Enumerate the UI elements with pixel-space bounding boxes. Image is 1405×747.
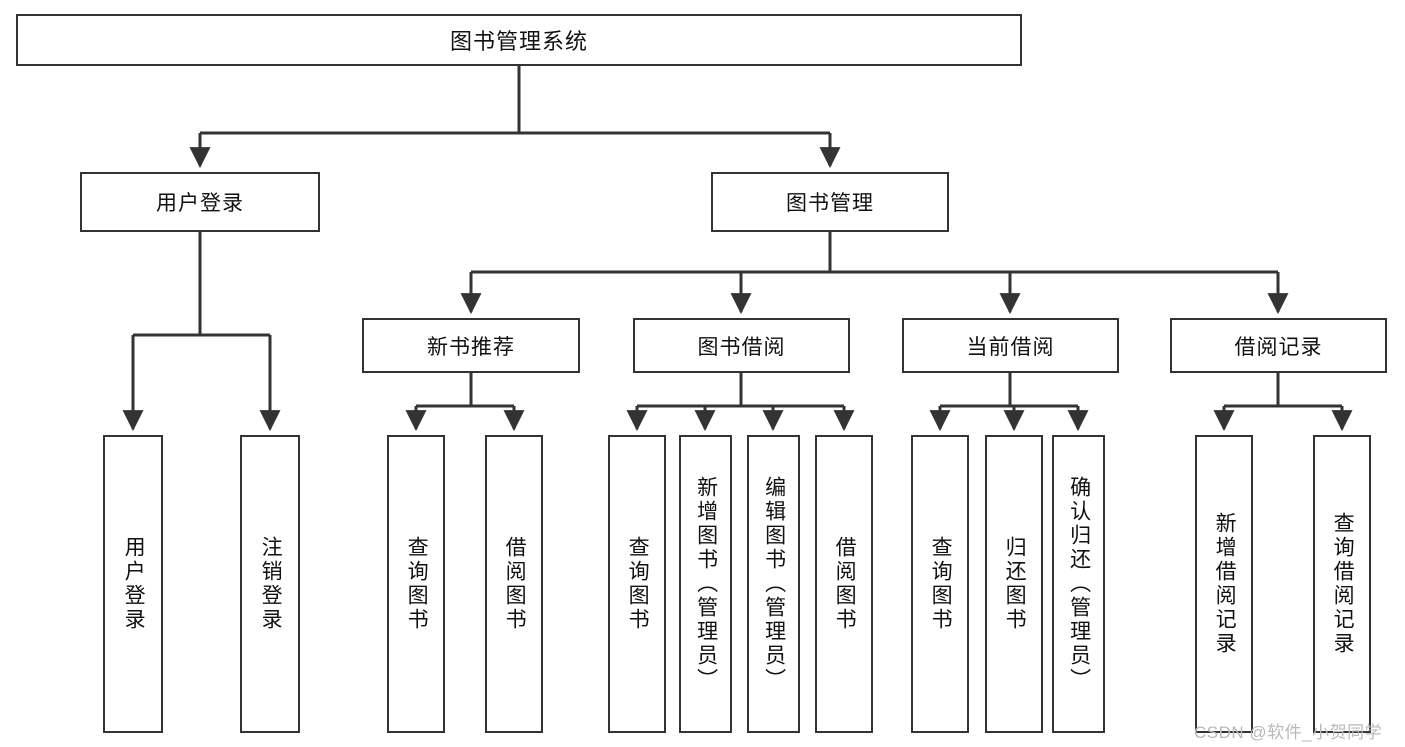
node-book-borrow[interactable]: 图书借阅 bbox=[633, 318, 850, 373]
node-borrow-record[interactable]: 借阅记录 bbox=[1170, 318, 1387, 373]
leaf-logout[interactable]: 注销登录 bbox=[240, 435, 300, 733]
node-label: 查询图书 bbox=[626, 536, 650, 632]
leaf-borrow-book-recommend[interactable]: 借阅图书 bbox=[485, 435, 543, 733]
leaf-confirm-return-admin[interactable]: 确认归还（管理员） bbox=[1052, 435, 1105, 733]
node-new-book-recommend[interactable]: 新书推荐 bbox=[362, 318, 580, 373]
leaf-add-borrow-record[interactable]: 新增借阅记录 bbox=[1195, 435, 1253, 733]
node-label: 借阅图书 bbox=[503, 536, 527, 632]
node-label: 图书借阅 bbox=[697, 335, 786, 359]
node-book-management[interactable]: 图书管理 bbox=[711, 172, 949, 232]
leaf-add-book-admin[interactable]: 新增图书（管理员） bbox=[679, 435, 732, 733]
node-label: 注销登录 bbox=[259, 536, 283, 632]
leaf-query-book-recommend[interactable]: 查询图书 bbox=[387, 435, 445, 733]
node-label: 编辑图书（管理员） bbox=[762, 476, 786, 692]
csdn-watermark: CSDN @软件_小贺同学 bbox=[1194, 723, 1383, 742]
leaf-borrow-book[interactable]: 借阅图书 bbox=[815, 435, 873, 733]
leaf-edit-book-admin[interactable]: 编辑图书（管理员） bbox=[747, 435, 800, 733]
node-root[interactable]: 图书管理系统 bbox=[16, 14, 1022, 66]
node-label: 图书管理 bbox=[786, 192, 874, 215]
node-label: 图书管理系统 bbox=[449, 29, 588, 54]
node-label: 确认归还（管理员） bbox=[1067, 476, 1091, 692]
node-label: 查询图书 bbox=[405, 536, 429, 632]
leaf-return-book[interactable]: 归还图书 bbox=[985, 435, 1043, 733]
leaf-query-book-borrow[interactable]: 查询图书 bbox=[608, 435, 666, 733]
leaf-user-login[interactable]: 用户登录 bbox=[103, 435, 163, 733]
node-label: 新增图书（管理员） bbox=[694, 476, 718, 692]
node-label: 用户登录 bbox=[122, 536, 146, 632]
leaf-query-book-current[interactable]: 查询图书 bbox=[911, 435, 969, 733]
node-label: 新增借阅记录 bbox=[1213, 512, 1237, 656]
node-label: 当前借阅 bbox=[966, 335, 1055, 359]
node-current-borrow[interactable]: 当前借阅 bbox=[902, 318, 1119, 373]
node-label: 归还图书 bbox=[1003, 536, 1027, 632]
node-label: 借阅图书 bbox=[833, 536, 857, 632]
leaf-query-borrow-record[interactable]: 查询借阅记录 bbox=[1313, 435, 1371, 733]
node-label: 用户登录 bbox=[156, 192, 244, 215]
node-label: 查询图书 bbox=[929, 536, 953, 632]
node-label: 查询借阅记录 bbox=[1331, 512, 1355, 656]
node-user-login[interactable]: 用户登录 bbox=[80, 172, 320, 232]
node-label: 借阅记录 bbox=[1234, 335, 1323, 359]
node-label: 新书推荐 bbox=[427, 335, 515, 359]
